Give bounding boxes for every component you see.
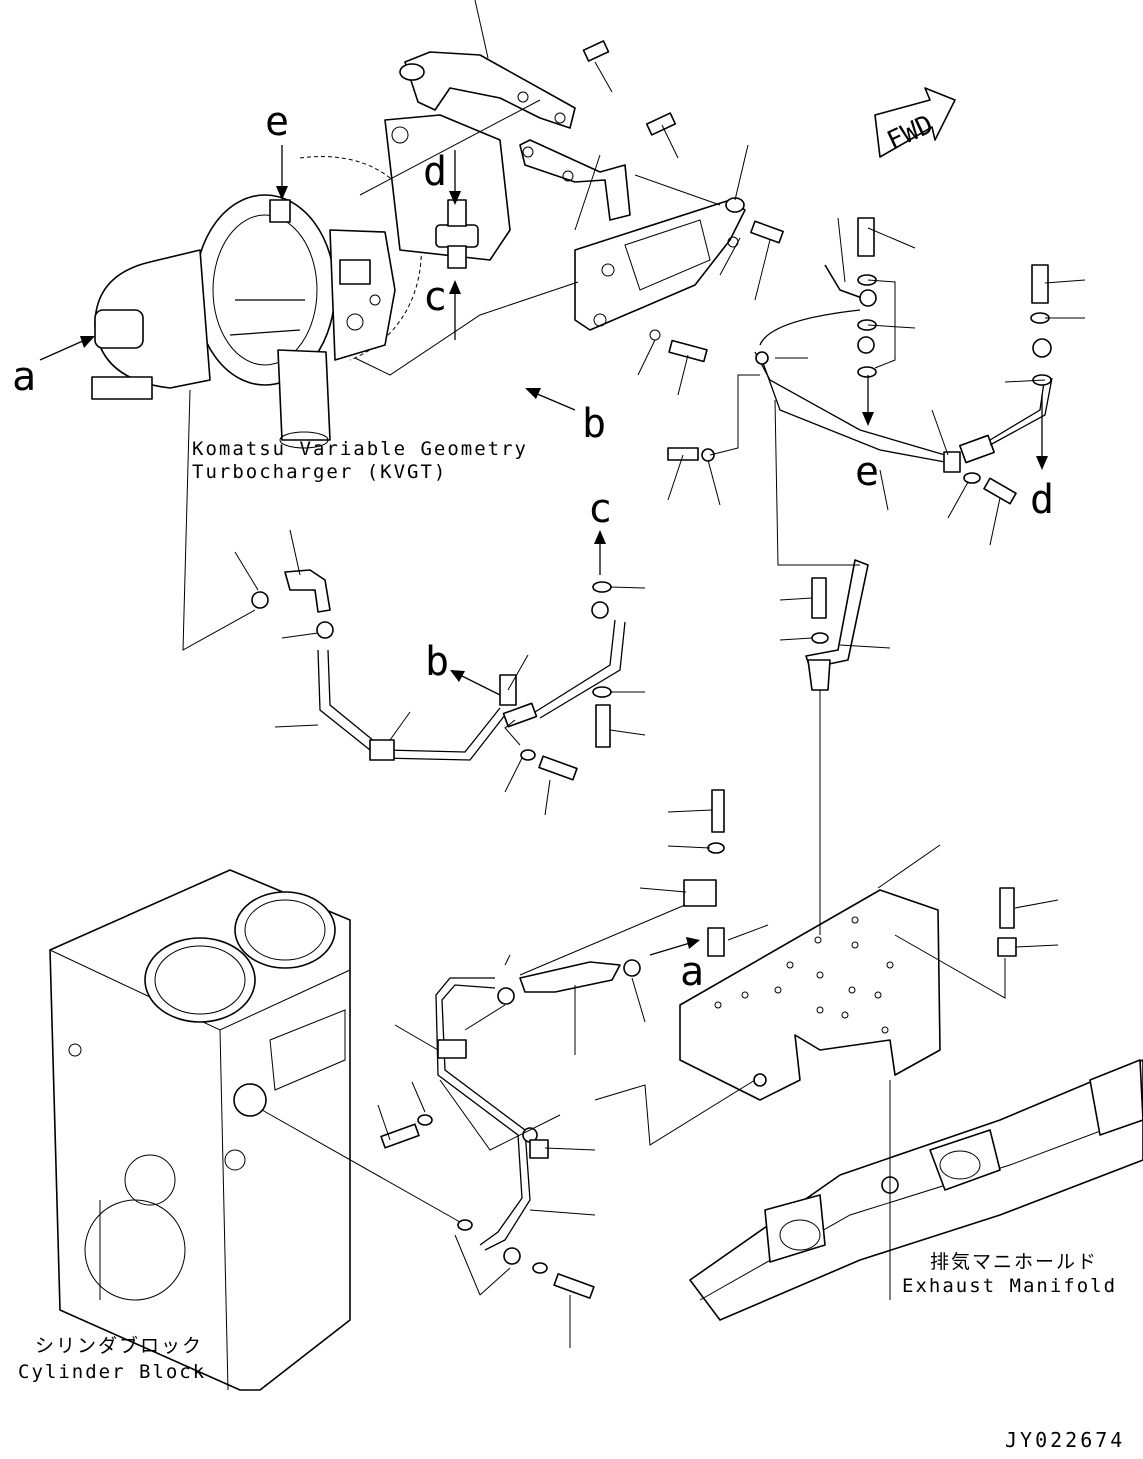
callout-c-turbo: c bbox=[423, 274, 447, 320]
middle-right-bracket bbox=[805, 559, 869, 691]
exhaust-manifold-illustration bbox=[689, 1059, 1143, 1321]
drawing-code: JY022674 bbox=[1005, 1428, 1125, 1452]
manifold-caption-en: Exhaust Manifold bbox=[902, 1275, 1117, 1297]
kvgt-caption-line2: Turbocharger (KVGT) bbox=[192, 461, 447, 483]
leader-lines bbox=[182, 0, 1086, 1348]
turbocharger-illustration bbox=[91, 114, 511, 449]
callout-d-pipe: d bbox=[1030, 477, 1054, 523]
cylinder-block-illustration bbox=[49, 869, 351, 1391]
callout-a-turbo: a bbox=[12, 354, 36, 400]
plate-holes bbox=[714, 916, 894, 1034]
lower-oil-tube bbox=[380, 959, 641, 1299]
callout-e-pipe: e bbox=[855, 449, 879, 495]
kvgt-caption-line1: Komatsu Variable Geometry bbox=[192, 438, 528, 460]
block-caption-en: Cylinder Block bbox=[18, 1361, 206, 1383]
callout-arrows bbox=[39, 145, 1048, 956]
callout-e-turbo: e bbox=[265, 99, 289, 145]
callout-d-turbo: d bbox=[423, 149, 447, 195]
upper-brackets bbox=[399, 40, 677, 221]
fwd-arrow-icon: FWD bbox=[874, 87, 956, 158]
upper-right-oil-tube bbox=[667, 217, 1053, 505]
manifold-caption-jp: 排気マニホールド bbox=[930, 1251, 1098, 1273]
callout-b-pipe: b bbox=[425, 639, 449, 685]
callout-c-pipe: c bbox=[588, 486, 612, 532]
manifold-bracket-plate bbox=[679, 789, 1017, 1101]
heat-shield-plate bbox=[574, 197, 784, 363]
block-caption-jp: シリンダブロック bbox=[35, 1334, 203, 1357]
callout-a-pipe: a bbox=[680, 949, 704, 995]
callout-b-shield: b bbox=[582, 401, 606, 447]
